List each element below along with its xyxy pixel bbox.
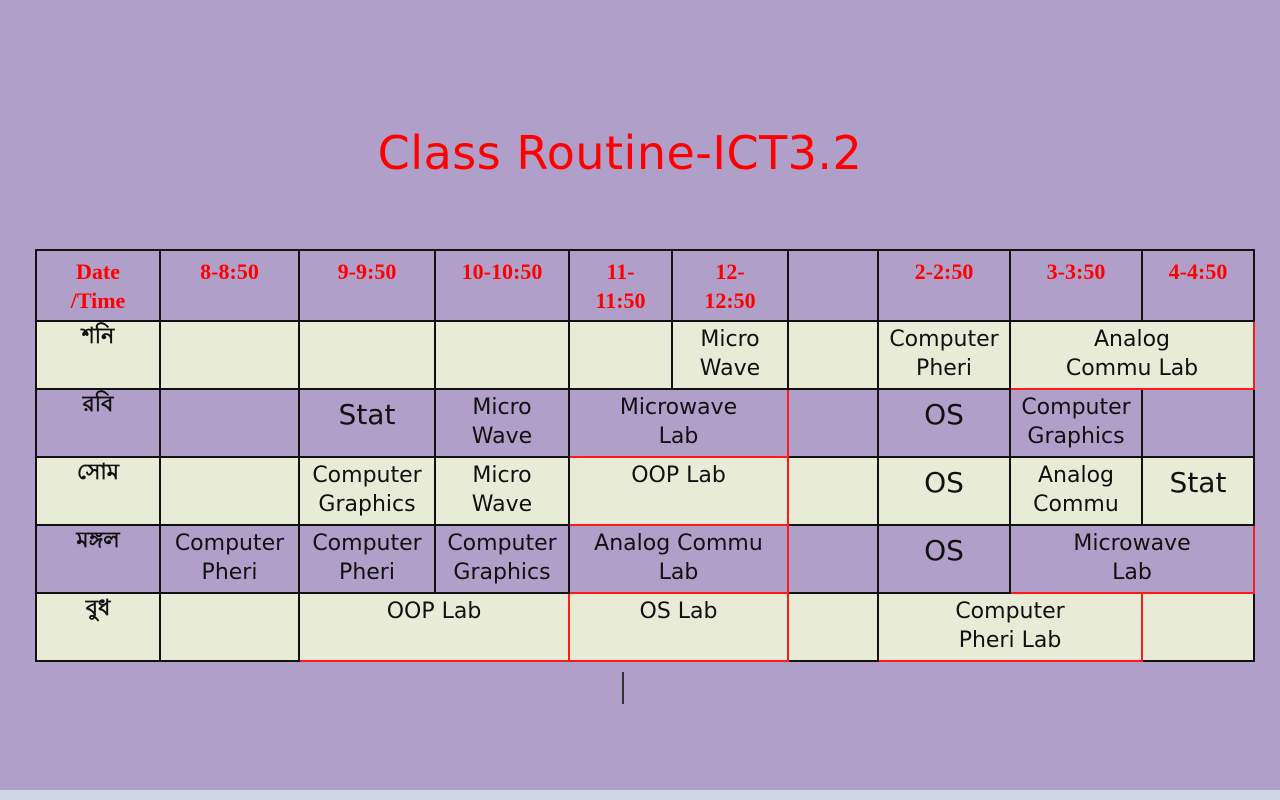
cell-lab: Microwave Lab bbox=[1009, 524, 1255, 594]
cell-class: Computer Graphics bbox=[1009, 388, 1143, 458]
cell-empty bbox=[787, 524, 879, 594]
cell-empty bbox=[1141, 388, 1255, 458]
cell-class: Micro Wave bbox=[434, 388, 570, 458]
header-slot-break bbox=[787, 249, 879, 322]
cell-empty bbox=[159, 320, 300, 390]
cell-class: OS bbox=[877, 524, 1011, 594]
cell-class: Computer Graphics bbox=[298, 456, 436, 526]
bottom-strip bbox=[0, 790, 1280, 800]
cell-empty bbox=[787, 320, 879, 390]
cell-empty bbox=[298, 320, 436, 390]
cell-class: Computer Pheri bbox=[298, 524, 436, 594]
text-cursor bbox=[622, 672, 624, 704]
header-date-time: Date /Time bbox=[35, 249, 161, 322]
header-row: Date /Time 8-8:50 9-9:50 10-10:50 11- 11… bbox=[35, 249, 1255, 322]
cell-class: OS bbox=[877, 456, 1011, 526]
header-slot-9: 4-4:50 bbox=[1141, 249, 1255, 322]
routine-table: Date /Time 8-8:50 9-9:50 10-10:50 11- 11… bbox=[35, 249, 1255, 662]
cell-empty bbox=[434, 320, 570, 390]
cell-lab: Analog Commu Lab bbox=[1009, 320, 1255, 390]
day-label-tue: মঙ্গল bbox=[35, 524, 161, 594]
cell-lab: Analog Commu Lab bbox=[568, 524, 789, 594]
cell-lab: OOP Lab bbox=[568, 456, 789, 526]
header-slot-8: 3-3:50 bbox=[1009, 249, 1143, 322]
header-slot-5: 12- 12:50 bbox=[671, 249, 789, 322]
cell-empty bbox=[159, 592, 300, 662]
table-row: বুধ OOP Lab OS Lab Computer Pheri Lab bbox=[35, 592, 1255, 662]
cell-class: Analog Commu bbox=[1009, 456, 1143, 526]
cell-empty bbox=[787, 592, 879, 662]
cell-class: Computer Pheri bbox=[159, 524, 300, 594]
header-slot-7: 2-2:50 bbox=[877, 249, 1011, 322]
header-slot-4: 11- 11:50 bbox=[568, 249, 673, 322]
page-title: Class Routine-ICT3.2 bbox=[377, 126, 863, 180]
day-label-mon: সোম bbox=[35, 456, 161, 526]
cell-class: Computer Pheri bbox=[877, 320, 1011, 390]
cell-empty bbox=[787, 388, 879, 458]
day-label-sun: রবি bbox=[35, 388, 161, 458]
cell-empty bbox=[1141, 592, 1255, 662]
cell-class: OS bbox=[877, 388, 1011, 458]
cell-empty bbox=[568, 320, 673, 390]
table-row: শনি Micro Wave Computer Pheri Analog Com… bbox=[35, 320, 1255, 390]
cell-class: Micro Wave bbox=[671, 320, 789, 390]
table-row: সোম Computer Graphics Micro Wave OOP Lab… bbox=[35, 456, 1255, 526]
cell-lab: Computer Pheri Lab bbox=[877, 592, 1143, 662]
cell-lab: OOP Lab bbox=[298, 592, 570, 662]
cell-empty bbox=[787, 456, 879, 526]
cell-class: Micro Wave bbox=[434, 456, 570, 526]
cell-lab: Microwave Lab bbox=[568, 388, 789, 458]
table-row: রবি Stat Micro Wave Microwave Lab OS Com… bbox=[35, 388, 1255, 458]
header-slot-1: 8-8:50 bbox=[159, 249, 300, 322]
header-slot-3: 10-10:50 bbox=[434, 249, 570, 322]
cell-class: Stat bbox=[298, 388, 436, 458]
cell-class: Stat bbox=[1141, 456, 1255, 526]
header-slot-2: 9-9:50 bbox=[298, 249, 436, 322]
day-label-wed: বুধ bbox=[35, 592, 161, 662]
cell-empty bbox=[159, 456, 300, 526]
cell-empty bbox=[159, 388, 300, 458]
day-label-sat: শনি bbox=[35, 320, 161, 390]
cell-class: Computer Graphics bbox=[434, 524, 570, 594]
cell-lab: OS Lab bbox=[568, 592, 789, 662]
table-row: মঙ্গল Computer Pheri Computer Pheri Comp… bbox=[35, 524, 1255, 594]
